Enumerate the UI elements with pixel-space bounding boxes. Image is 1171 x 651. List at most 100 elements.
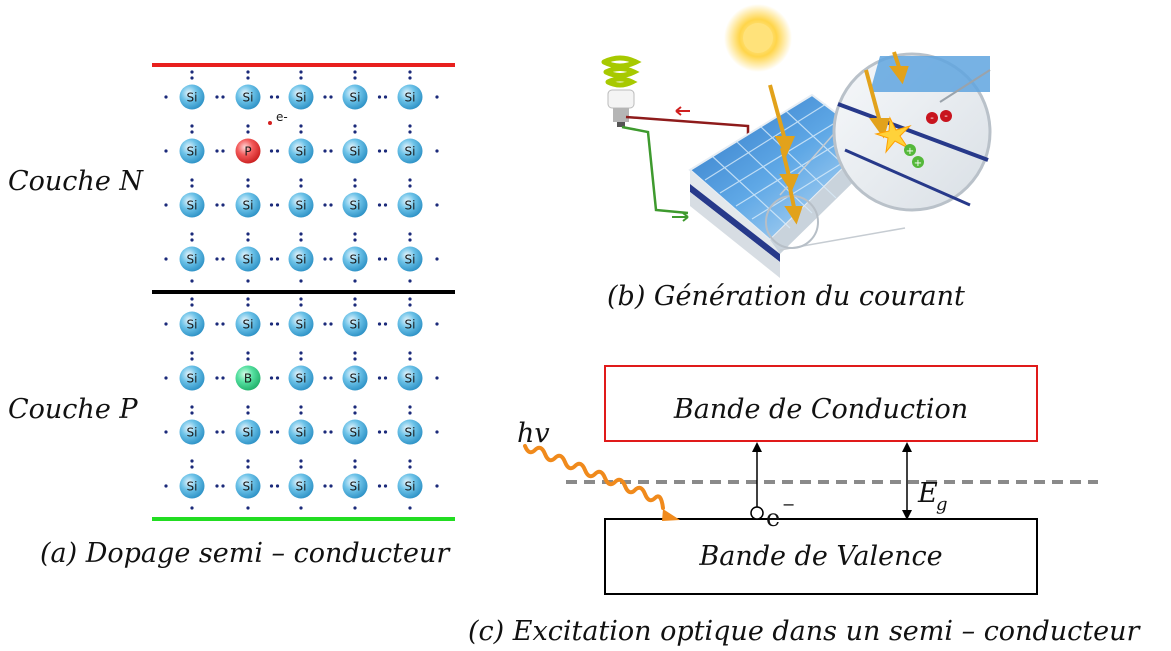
bond-electron-dot <box>221 484 225 488</box>
bond-electron-dot <box>221 95 225 99</box>
silicon-atom-label: Si <box>296 199 307 213</box>
bond-electron-dot <box>299 411 303 415</box>
bond-electron-dot <box>275 430 280 434</box>
bond-electron-dot <box>377 376 382 380</box>
bond-electron-dot <box>164 149 168 153</box>
bond-electron-dot <box>299 124 303 128</box>
bond-electron-dot <box>353 130 357 134</box>
silicon-atom-label: Si <box>296 372 307 386</box>
silicon-atom-label: Si <box>243 318 254 332</box>
bond-electron-dot <box>377 484 382 488</box>
bond-electron-dot <box>435 257 439 261</box>
bond-electron-dot <box>164 484 168 488</box>
silicon-atom-label: Si <box>187 253 198 267</box>
bond-electron-dot <box>215 322 219 326</box>
bond-electron-dot <box>408 303 412 307</box>
silicon-atom <box>397 192 423 218</box>
bond-electron-dot <box>269 484 274 488</box>
bond-electron-dot <box>353 357 357 361</box>
bond-electron-dot <box>246 351 250 355</box>
bond-electron-dot <box>353 70 357 74</box>
bond-electron-dot <box>323 257 327 261</box>
silicon-atom <box>288 311 314 337</box>
silicon-atom-label: Si <box>405 426 416 440</box>
bond-electron-dot <box>215 376 219 380</box>
bond-electron-dot <box>377 322 382 326</box>
bond-electron-dot <box>215 430 219 434</box>
bond-electron-dot <box>190 459 194 463</box>
bond-electron-dot <box>383 95 388 99</box>
bond-electron-dot <box>408 130 412 134</box>
bond-electron-dot <box>299 459 303 463</box>
silicon-atom <box>235 419 261 445</box>
photon-label: hv <box>517 418 550 449</box>
bond-electron-dot <box>408 506 412 510</box>
bond-electron-dot <box>246 238 250 242</box>
silicon-atom <box>235 84 261 110</box>
silicon-atom <box>397 84 423 110</box>
bond-electron-dot <box>353 232 357 236</box>
bond-electron-dot <box>275 376 280 380</box>
bond-electron-dot <box>299 357 303 361</box>
bond-electron-dot <box>353 405 357 409</box>
silicon-atom <box>288 138 314 164</box>
bond-electron-dot <box>299 70 303 74</box>
bond-electron-dot <box>408 178 412 182</box>
bond-electron-dot <box>377 257 382 261</box>
silicon-atom-label: Si <box>350 145 361 159</box>
bond-electron-dot <box>164 203 168 207</box>
panel-c-band-diagram: Bande de Conduction Bande de Valence e −… <box>468 365 1141 647</box>
bond-electron-dot <box>269 322 274 326</box>
silicon-atom-label: Si <box>243 426 254 440</box>
electron-charges: - - <box>926 110 952 124</box>
bond-electron-dot <box>190 238 194 242</box>
silicon-atom <box>342 419 368 445</box>
sunlight-arrows <box>768 51 909 225</box>
bond-electron-dot <box>383 484 388 488</box>
bond-electron-dot <box>275 484 280 488</box>
silicon-atom-label: Si <box>350 426 361 440</box>
bond-electron-dot <box>383 203 388 207</box>
bond-electron-dot <box>329 376 333 380</box>
band-gap-sub: g <box>936 494 948 515</box>
bond-electron-dot <box>190 506 194 510</box>
bond-electron-dot <box>299 178 303 182</box>
bond-electron-dot <box>221 203 225 207</box>
bond-electron-dot <box>408 459 412 463</box>
silicon-atom <box>179 473 205 499</box>
bond-electron-dot <box>377 430 382 434</box>
photon-impact-spark <box>874 116 912 154</box>
bond-electron-dot <box>269 430 274 434</box>
bond-electron-dot <box>299 303 303 307</box>
silicon-atom <box>342 84 368 110</box>
silicon-atom <box>288 419 314 445</box>
boron-atom-label: B <box>244 372 252 386</box>
red-wire <box>625 115 750 134</box>
bond-electron-dot <box>246 297 250 301</box>
bond-electron-dot <box>353 351 357 355</box>
silicon-atom-label: Si <box>350 253 361 267</box>
couche-p-label: Couche P <box>8 394 138 425</box>
phosphorus-atom-label: P <box>244 145 251 159</box>
bond-electron-dot <box>246 130 250 134</box>
bond-electron-dot <box>190 351 194 355</box>
silicon-atom-label: Si <box>296 426 307 440</box>
bond-electron-dot <box>299 465 303 469</box>
sun-icon <box>724 4 792 72</box>
bond-electron-dot <box>190 303 194 307</box>
silicon-atom-label: Si <box>296 91 307 105</box>
silicon-atom-label: Si <box>350 372 361 386</box>
bond-electron-dot <box>323 322 327 326</box>
light-bulb-icon <box>601 55 642 127</box>
bond-electron-dot <box>190 297 194 301</box>
bond-electron-dot <box>190 405 194 409</box>
bond-electron-dot <box>353 465 357 469</box>
bond-electron-dot <box>353 279 357 283</box>
bond-electron-dot <box>164 322 168 326</box>
bond-electron-dot <box>299 297 303 301</box>
silicon-atom-label: Si <box>187 426 198 440</box>
bond-electron-dot <box>329 95 333 99</box>
silicon-atom-label: Si <box>187 480 198 494</box>
bond-electron-dot <box>190 411 194 415</box>
caption-c: (c) Excitation optique dans un semi – co… <box>468 616 1141 647</box>
